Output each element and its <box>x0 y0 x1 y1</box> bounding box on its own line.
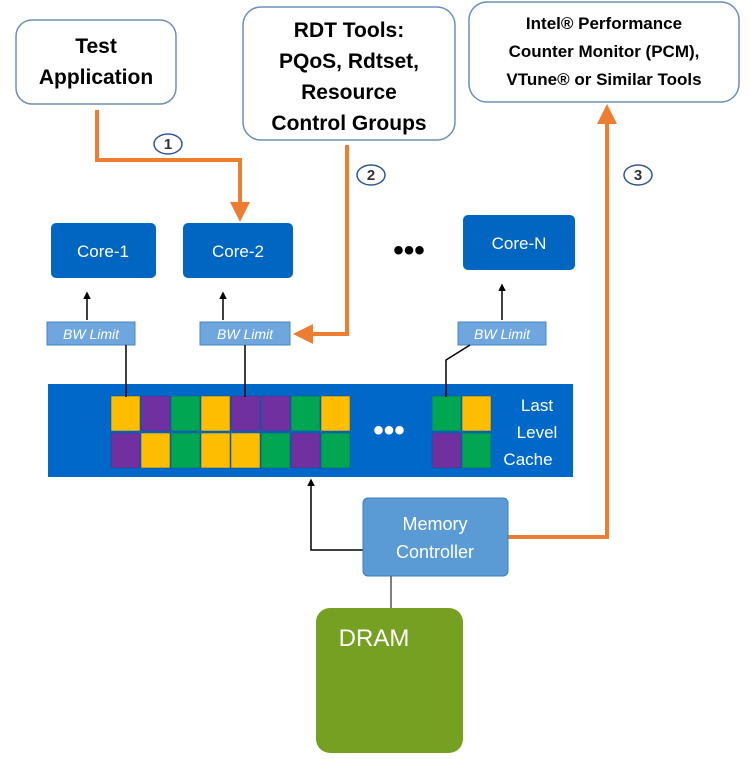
step-badge-2-label: 2 <box>367 167 375 184</box>
llc-bottom-row-cell-3-green <box>170 432 201 469</box>
llc-label-line-3: Cache <box>503 450 552 469</box>
bw-limit-core-2-label: BW Limit <box>217 326 274 342</box>
llc-top-row-cell-5-purple <box>230 395 261 432</box>
core-2-label: Core-2 <box>212 242 264 261</box>
step-badge-1: 1 <box>153 133 183 155</box>
core-1-box: Core-1 <box>51 223 156 278</box>
step-badge-3: 3 <box>623 164 653 186</box>
callout-rdt-tools-line-3: Resource <box>301 81 397 104</box>
bw-limit-core-1-label: BW Limit <box>63 326 120 342</box>
llc-top-row-cell-3-green <box>170 395 201 432</box>
step-badge-2: 2 <box>356 164 386 186</box>
memory-controller-label-line-1: Memory <box>402 514 467 534</box>
llc-ellipsis: ••• <box>373 414 405 447</box>
llc-label-line-2: Level <box>517 423 558 442</box>
step-badge-3-label: 3 <box>634 167 642 184</box>
callout-rdt-tools-line-2: PQoS, Rdtset, <box>279 50 419 73</box>
llc-top-row-cell-4-yellow <box>200 395 231 432</box>
bw-limit-core-1: BW Limit <box>46 321 136 346</box>
llc-bottom-row-cell-1-purple <box>110 432 141 469</box>
callout-pcm-tools-line-3: VTune® or Similar Tools <box>506 70 701 89</box>
callout-test-application-line-2: Application <box>39 66 153 89</box>
llc-top-row-cell-6-purple <box>260 395 291 432</box>
llc-bottom-row-cell-2-yellow <box>140 432 171 469</box>
llc-bottom-row-cell-4-yellow <box>200 432 231 469</box>
connector-bw-n-to-llc <box>445 344 471 397</box>
arrow-rdt-tools-to-bw-limit <box>293 145 349 344</box>
callout-pcm-tools: Intel® Performance Counter Monitor (PCM)… <box>468 1 740 103</box>
bw-limit-core-n: BW Limit <box>457 321 547 346</box>
callout-rdt-tools-line-4: Control Groups <box>271 112 426 135</box>
core-n-box: Core-N <box>463 215 575 270</box>
memory-controller-box: Memory Controller <box>362 497 509 577</box>
arrow-memory-controller-to-pcm <box>508 104 617 539</box>
llc-right-bottom-row-cell-2-green <box>461 432 492 469</box>
dram-label: DRAM <box>339 625 410 652</box>
bw-limit-core-2: BW Limit <box>199 321 291 346</box>
llc-right-top-row-cell-2-yellow <box>461 395 492 432</box>
step-badge-1-label: 1 <box>164 136 172 153</box>
llc-bottom-row-cell-5-yellow <box>230 432 261 469</box>
llc-top-row-cell-7-green <box>290 395 321 432</box>
arrow-memory-controller-to-llc <box>307 478 363 551</box>
llc-right-bottom-row-cell-1-purple <box>431 432 462 469</box>
llc-bottom-row-cell-8-green <box>320 432 351 469</box>
callout-rdt-tools-line-1: RDT Tools: <box>294 19 404 42</box>
dram-box: DRAM <box>316 608 463 753</box>
core-n-label: Core-N <box>492 234 547 253</box>
llc-top-row-cell-2-purple <box>140 395 171 432</box>
callout-rdt-tools: RDT Tools: PQoS, Rdtset, Resource Contro… <box>242 6 456 141</box>
callout-pcm-tools-line-2: Counter Monitor (PCM), <box>509 42 700 61</box>
llc-top-row-cell-1-yellow <box>110 395 141 432</box>
llc-right-top-row-cell-1-green <box>431 395 462 432</box>
core-1-label: Core-1 <box>77 242 129 261</box>
core-2-box: Core-2 <box>183 223 293 278</box>
bw-limit-core-n-label: BW Limit <box>474 326 531 342</box>
llc-bottom-row-cell-7-purple <box>290 432 321 469</box>
core-ellipsis: ••• <box>393 234 425 267</box>
llc-bottom-row-cell-6-green <box>260 432 291 469</box>
arrow-test-app-to-core-2 <box>95 110 250 222</box>
memory-controller-label-line-2: Controller <box>396 542 474 562</box>
llc-cells <box>110 395 492 469</box>
callout-pcm-tools-line-1: Intel® Performance <box>526 14 682 33</box>
callout-test-application: Test Application <box>15 19 177 105</box>
callout-test-application-line-1: Test <box>75 35 117 58</box>
llc-label-line-1: Last <box>521 396 553 415</box>
llc-top-row-cell-8-yellow <box>320 395 351 432</box>
